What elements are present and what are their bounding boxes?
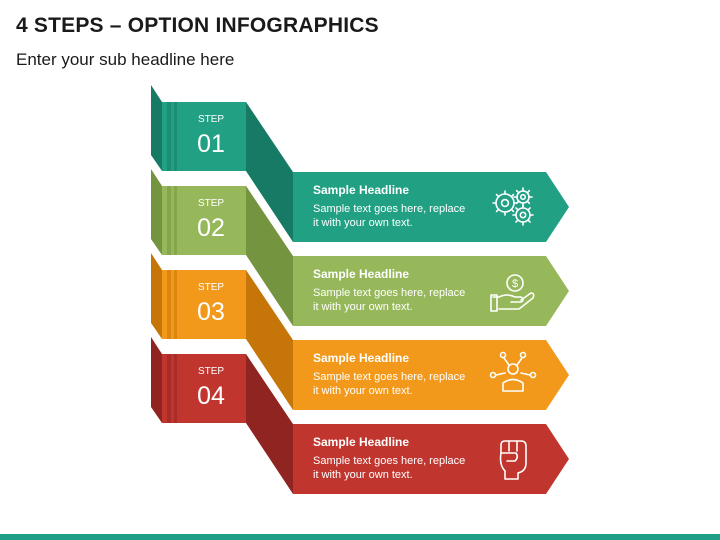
step-1-headline: Sample Headline [313,183,410,197]
step-4-text-line1: Sample text goes here, replace [313,455,466,467]
step-4-fold [246,354,293,494]
step-4-card [293,424,569,494]
bottom-accent-bar [0,534,720,540]
step-3-text-line2: it with your own text. [313,385,413,397]
step-1-card [293,172,569,242]
step-1-text-line2: it with your own text. [313,217,413,229]
step-1-label: STEP [197,114,225,125]
step-1-number: 01 [197,130,225,158]
step-3-flap [151,253,162,339]
step-2-flap [151,169,162,255]
step-3-headline: Sample Headline [313,351,410,365]
step-2-number: 02 [197,214,225,242]
step-2-text-line1: Sample text goes here, replace [313,287,466,299]
step-4-headline: Sample Headline [313,435,410,449]
step-3-stripe-b [174,270,177,339]
step-2-text-line2: it with your own text. [313,301,413,313]
fist-icon [499,440,527,480]
svg-text:$: $ [512,278,518,290]
network-person-icon [489,351,537,392]
step-2-label: STEP [197,198,225,209]
step-4-number: 04 [197,382,225,410]
step-4-text: Sample text goes here, replace it with y… [313,454,483,482]
step-3-text-line1: Sample text goes here, replace [313,371,466,383]
step-4-text-line2: it with your own text. [313,469,413,481]
step-2-stripe-a [167,186,171,255]
step-3-number: 03 [197,298,225,326]
step-3-fold [246,270,293,410]
step-2-stripe-b [174,186,177,255]
money-hand-icon: $ [490,274,535,312]
step-3-card [293,340,569,410]
step-3-shape [151,253,569,410]
step-3-text: Sample text goes here, replace it with y… [313,370,483,398]
step-3-label: STEP [197,282,225,293]
gears-icon [492,187,534,226]
step-1-stripe-a [167,102,171,171]
step-4-stripe-b [174,354,177,423]
step-2-headline: Sample Headline [313,267,410,281]
step-1-fold [246,102,293,242]
step-2-text: Sample text goes here, replace it with y… [313,286,483,314]
step-1-flap [151,85,162,171]
step-4-stripe-a [167,354,171,423]
step-1-text-line1: Sample text goes here, replace [313,203,466,215]
step-1-shape [151,85,569,242]
step-2-fold [246,186,293,326]
step-4-label: STEP [197,366,225,377]
page-title: 4 STEPS – OPTION INFOGRAPHICS [16,14,379,37]
step-3-stripe-a [167,270,171,339]
step-1-stripe-b [174,102,177,171]
step-1-text: Sample text goes here, replace it with y… [313,202,483,230]
page-subtitle: Enter your sub headline here [16,50,235,69]
step-4-flap [151,337,162,423]
step-4-shape [151,337,569,494]
